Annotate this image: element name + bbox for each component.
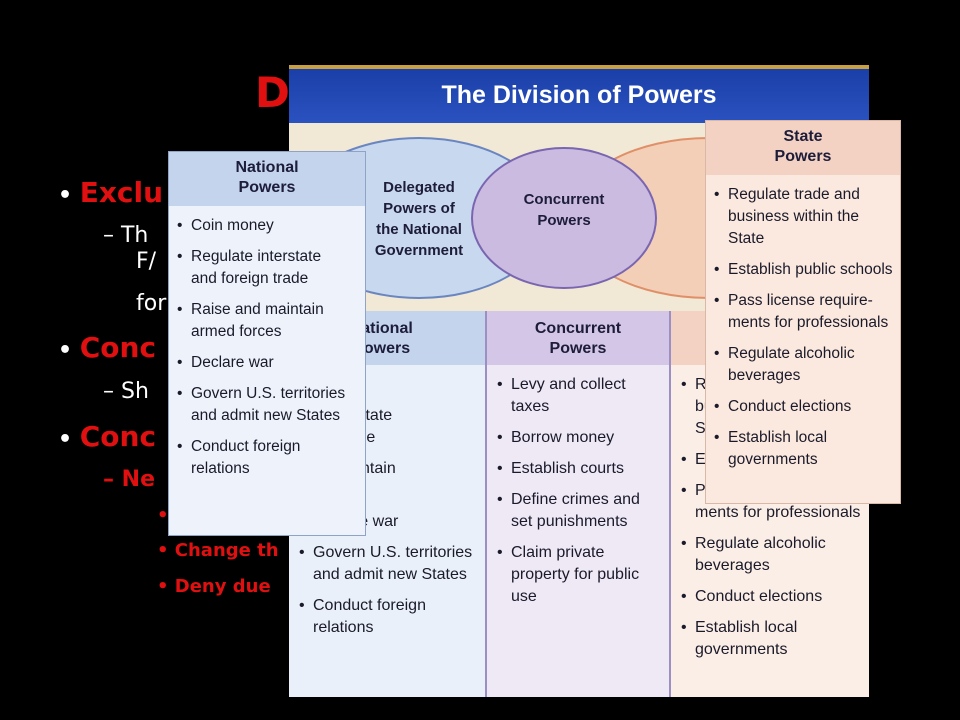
list-item: Declare war bbox=[177, 352, 365, 374]
list-item: Conduct elections bbox=[714, 396, 900, 418]
list-item: Coin money bbox=[177, 215, 365, 237]
item-deny: • Deny due bbox=[157, 576, 271, 597]
list-item: Conduct elections bbox=[681, 586, 869, 608]
figure-title: The Division of Powers bbox=[441, 81, 717, 109]
item-change: • Change th bbox=[157, 540, 279, 561]
column-concurrent-head: Concurrent Powers bbox=[487, 311, 669, 365]
bullet-concurrent: • Conc bbox=[58, 331, 157, 364]
list-item: Establish public schools bbox=[714, 259, 900, 281]
item-hidden-bullet: • bbox=[157, 505, 169, 526]
venn-concurrent-label: Concurrent Powers bbox=[523, 191, 605, 229]
list-item: Borrow money bbox=[497, 427, 669, 449]
sub-ne: – Ne bbox=[103, 467, 155, 492]
sub-exclusive-line-1: – Th bbox=[103, 223, 149, 248]
bullet-exclusive: • Exclu bbox=[58, 176, 164, 209]
national-powers-box: National Powers Coin moneyRegulate inter… bbox=[168, 151, 366, 536]
sub-concurrent: – Sh bbox=[103, 379, 149, 404]
national-powers-head: National Powers bbox=[169, 152, 365, 206]
list-item: Establish courts bbox=[497, 458, 669, 480]
column-concurrent: Concurrent Powers Levy and collecttaxesB… bbox=[487, 311, 671, 697]
column-concurrent-list: Levy and collecttaxesBorrow moneyEstabli… bbox=[487, 374, 669, 608]
state-powers-head: State Powers bbox=[706, 121, 900, 175]
venn-delegated-label: Delegated Powers of the National Governm… bbox=[374, 179, 464, 259]
figure-header: The Division of Powers bbox=[289, 65, 869, 123]
concurrent-overlap bbox=[471, 147, 657, 289]
bullet-concurrent-2: • Conc bbox=[58, 420, 157, 453]
list-item: Pass license require-ments for professio… bbox=[714, 290, 900, 334]
slide-title: D bbox=[255, 68, 290, 117]
sub-exclusive-line-3: for bbox=[136, 291, 167, 316]
sub-exclusive-line-2: F/ bbox=[136, 249, 157, 274]
state-powers-box: State Powers Regulate trade andbusiness … bbox=[705, 120, 901, 504]
